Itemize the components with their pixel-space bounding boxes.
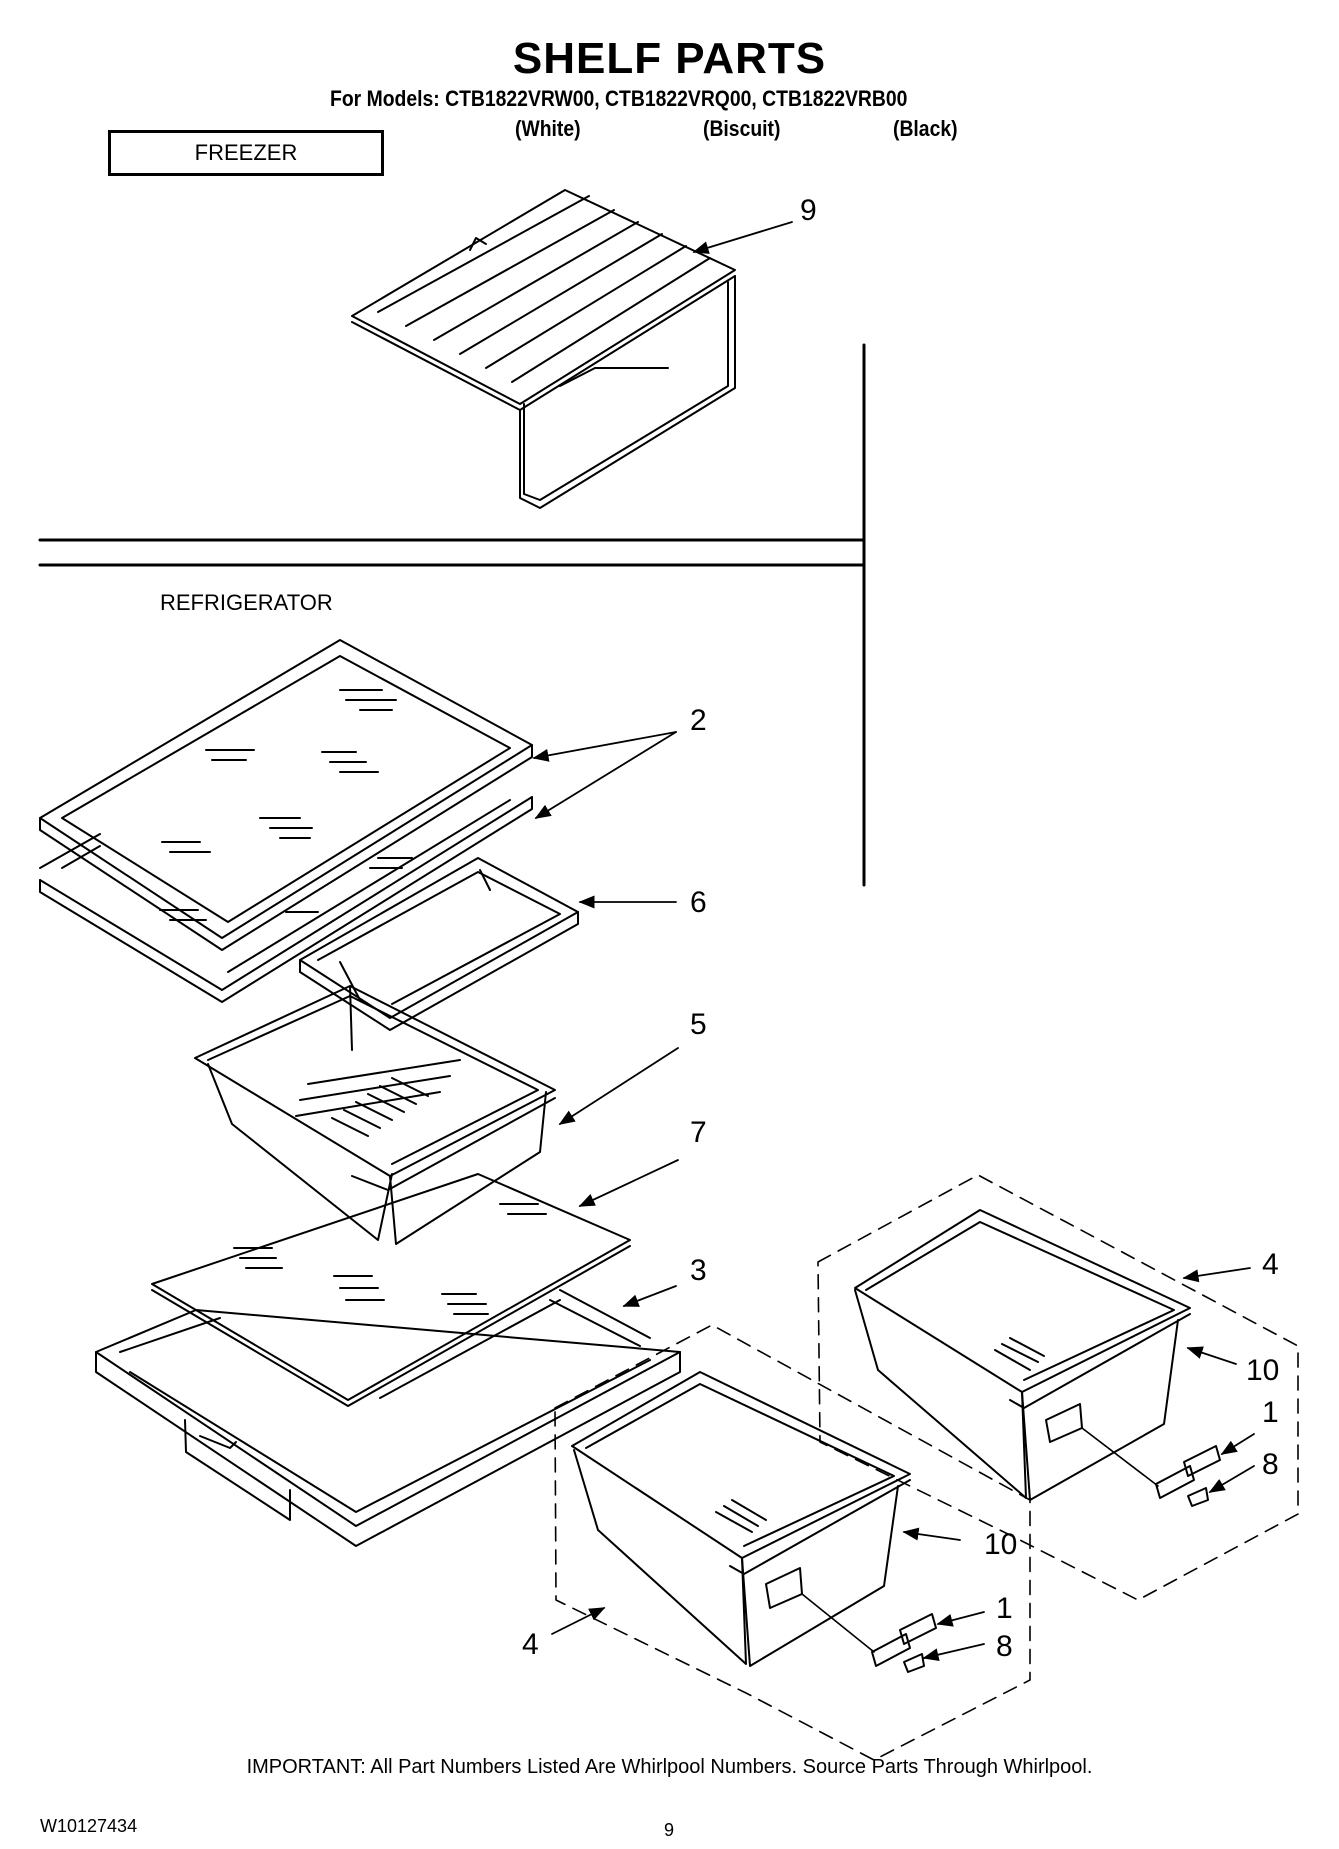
callout-6: 6: [690, 886, 707, 919]
callout-8-upper: 8: [1262, 1448, 1279, 1481]
callout-1-upper: 1: [1262, 1396, 1279, 1429]
glass-shelf-upper: [39, 639, 533, 951]
document-number: W10127434: [40, 1816, 138, 1836]
callout-10-upper: 10: [1246, 1354, 1280, 1387]
callout-1-lower: 1: [996, 1592, 1013, 1625]
page-title: SHELF PARTS: [512, 34, 827, 83]
callout-leaders: [532, 221, 1255, 1661]
models-line: For Models: CTB1822VRW00, CTB1822VRQ00, …: [330, 86, 908, 111]
crisper-drawer-lower: [554, 1324, 1031, 1761]
section-dividers: [38, 343, 866, 887]
freezer-label-text: FREEZER: [194, 140, 298, 165]
callout-10-lower: 10: [984, 1528, 1018, 1561]
freezer-wire-shelf: [351, 189, 736, 509]
drawer-labels-lower: [801, 1593, 937, 1673]
callout-9: 9: [800, 194, 817, 227]
callout-4-upper: 4: [1262, 1248, 1279, 1281]
callout-4-lower: 4: [522, 1628, 539, 1661]
crisper-drawer-upper: [817, 1174, 1299, 1601]
refrigerator-section-label: REFRIGERATOR: [160, 590, 333, 615]
crisper-glass: [151, 1173, 631, 1407]
callout-8-lower: 8: [996, 1630, 1013, 1663]
callout-2: 2: [690, 704, 707, 737]
color-black: (Black): [893, 116, 958, 141]
glass-shelf-lower: [39, 796, 533, 1003]
callout-5: 5: [690, 1008, 707, 1041]
crisper-frame: [95, 1289, 681, 1547]
callout-7: 7: [690, 1116, 707, 1149]
drawer-labels-upper: [1081, 1427, 1221, 1507]
freezer-section-label: FREEZER: [108, 130, 384, 176]
callout-3: 3: [690, 1254, 707, 1287]
meat-drawer: [194, 985, 556, 1245]
crisper-cover-frame: [299, 857, 579, 1031]
color-biscuit: (Biscuit): [703, 116, 781, 141]
color-white: (White): [515, 116, 581, 141]
page-number: 9: [664, 1820, 675, 1840]
important-note: IMPORTANT: All Part Numbers Listed Are W…: [246, 1756, 1093, 1778]
